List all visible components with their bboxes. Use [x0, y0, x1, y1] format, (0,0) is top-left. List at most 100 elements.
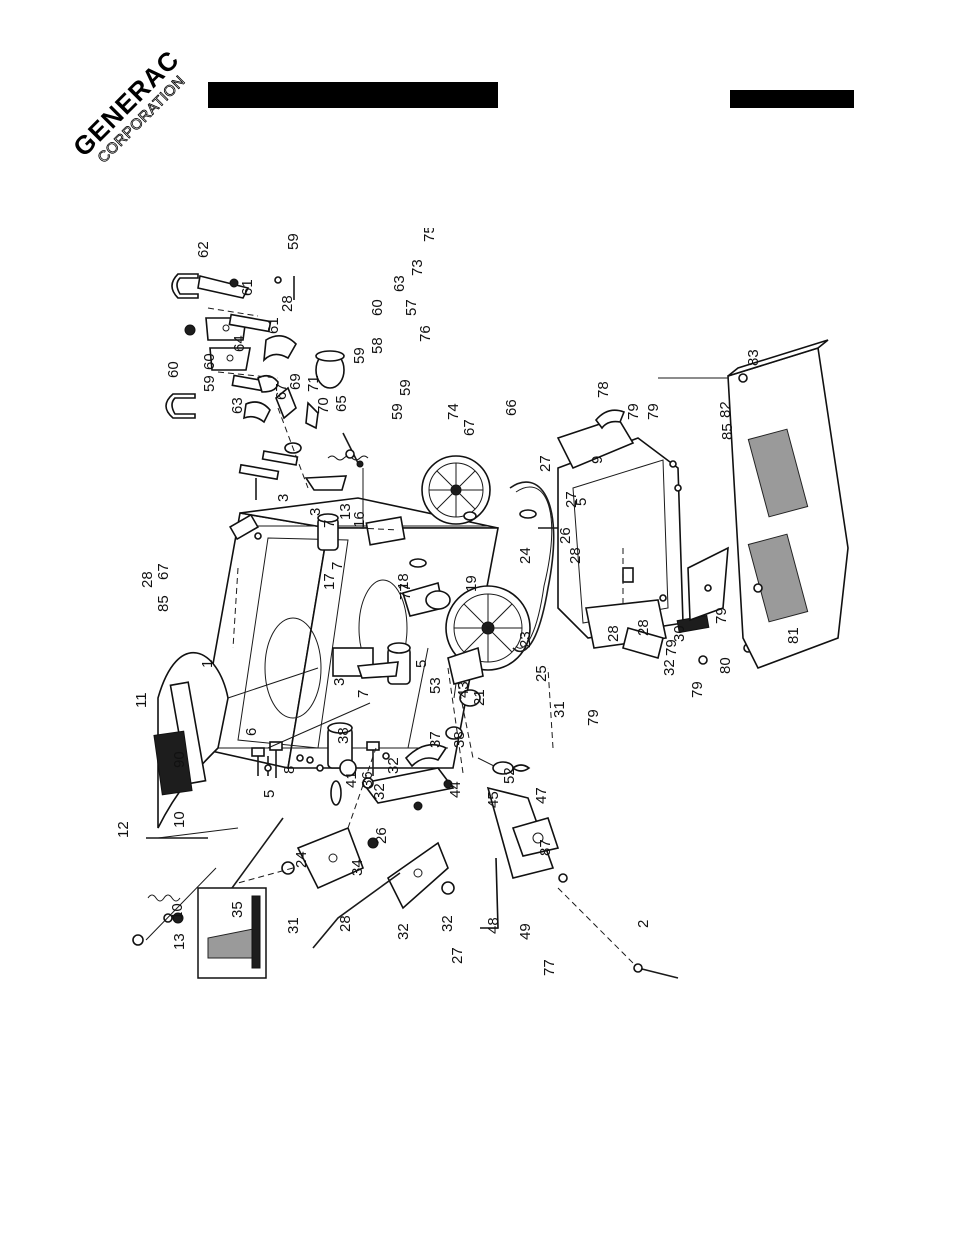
callout: 85 [719, 423, 736, 440]
hose-clamp [457, 682, 514, 775]
callout: 63 [229, 397, 246, 414]
callout: 85 [155, 595, 172, 612]
callout: 71 [305, 375, 322, 392]
callout: 70 [315, 397, 332, 414]
callout: 7 [329, 562, 346, 570]
callout: 7 [321, 520, 338, 528]
redacted-title-bar [208, 82, 498, 108]
callout: 59 [201, 375, 218, 392]
hardware-bolts [251, 741, 390, 778]
callout: 61 [239, 279, 256, 296]
callout: 45 [485, 791, 502, 808]
callout: 25 [533, 665, 550, 682]
callout: 32 [439, 915, 456, 932]
callout: 37 [427, 731, 444, 748]
callout: 17 [321, 573, 338, 590]
callout: 64 [231, 335, 248, 352]
callout: 48 [485, 917, 502, 934]
callout: 31 [551, 701, 568, 718]
callout: 27 [537, 455, 554, 472]
upper-parts [165, 273, 369, 541]
callout: 67 [273, 383, 290, 400]
callout: 1 [199, 660, 216, 668]
callout: 90 [171, 751, 188, 768]
callout: 24 [293, 851, 310, 868]
right-housing [556, 409, 753, 665]
linkage-arms [237, 747, 455, 949]
callout: 7 [355, 690, 372, 698]
callout: 36 [359, 771, 376, 788]
callout: 76 [417, 325, 434, 342]
callout: 87 [537, 839, 554, 856]
handle-assembly [132, 651, 229, 946]
callout: 32 [395, 923, 412, 940]
callout: 5 [413, 660, 430, 668]
callout: 60 [369, 299, 386, 316]
callout: 62 [195, 241, 212, 258]
callout: 41 [343, 771, 360, 788]
callout: 32 [385, 757, 402, 774]
pivot-shaft [339, 597, 481, 811]
callout: 73 [409, 259, 426, 276]
callout: 16 [351, 511, 368, 528]
callout: 79 [689, 681, 706, 698]
callout: 63 [391, 275, 408, 292]
callout: 67 [155, 563, 172, 580]
callout: 49 [517, 923, 534, 940]
brackets [304, 475, 399, 679]
callout: 81 [785, 627, 802, 644]
exploded-parts-diagram: 60 59 62 60 64 61 63 61 59 59 28 58 60 6… [115, 225, 850, 993]
detail-inset [197, 817, 284, 979]
callout: 30 [671, 625, 688, 642]
callout: 28 [567, 547, 584, 564]
callout: 24 [517, 547, 534, 564]
side-link-parts [401, 558, 484, 774]
callout: 26 [373, 827, 390, 844]
guide-lines [157, 377, 728, 839]
callout: 19 [463, 575, 480, 592]
callout: 34 [349, 859, 366, 876]
callout: 23 [517, 631, 534, 648]
callout: 53 [427, 677, 444, 694]
callout: 59 [351, 347, 368, 364]
bushings [317, 513, 411, 769]
callout: 27 [449, 947, 466, 964]
callout: 44 [447, 781, 464, 798]
base-plate [727, 339, 849, 670]
callout: 65 [333, 395, 350, 412]
callout: 69 [287, 373, 304, 390]
callout: 59 [285, 233, 302, 250]
callout: 10 [171, 811, 188, 828]
callout: 60 [201, 353, 218, 370]
redacted-code-bar [730, 90, 854, 108]
callout-labels: 60 59 62 60 64 61 63 61 59 59 28 58 60 6… [115, 225, 802, 976]
callout: 28 [605, 625, 622, 642]
callout: 13 [337, 503, 354, 520]
pulley-wheels [421, 455, 588, 671]
callout: 58 [369, 337, 386, 354]
callout: 79 [713, 607, 730, 624]
callout: 35 [229, 901, 246, 918]
callout: 79 [625, 403, 642, 420]
callout: 3 [275, 494, 292, 502]
callout: 3 [307, 508, 324, 516]
callout: 59 [389, 403, 406, 420]
callout: 5 [261, 790, 278, 798]
callout: 74 [445, 403, 462, 420]
callout: 83 [745, 349, 762, 366]
callout: 59 [397, 379, 414, 396]
callout: 75 [421, 228, 438, 242]
callout: 43 [455, 681, 472, 698]
callout: 79 [585, 709, 602, 726]
callout: 79 [663, 639, 680, 656]
callout: 31 [285, 917, 302, 934]
callout: 13 [171, 933, 188, 950]
callout: 27 [563, 491, 580, 508]
callout: 61 [265, 317, 282, 334]
callout: 32 [661, 659, 678, 676]
callout: 11 [133, 692, 150, 708]
callout: 66 [503, 399, 520, 416]
callout: 82 [717, 401, 734, 418]
callout: 9 [589, 456, 606, 464]
